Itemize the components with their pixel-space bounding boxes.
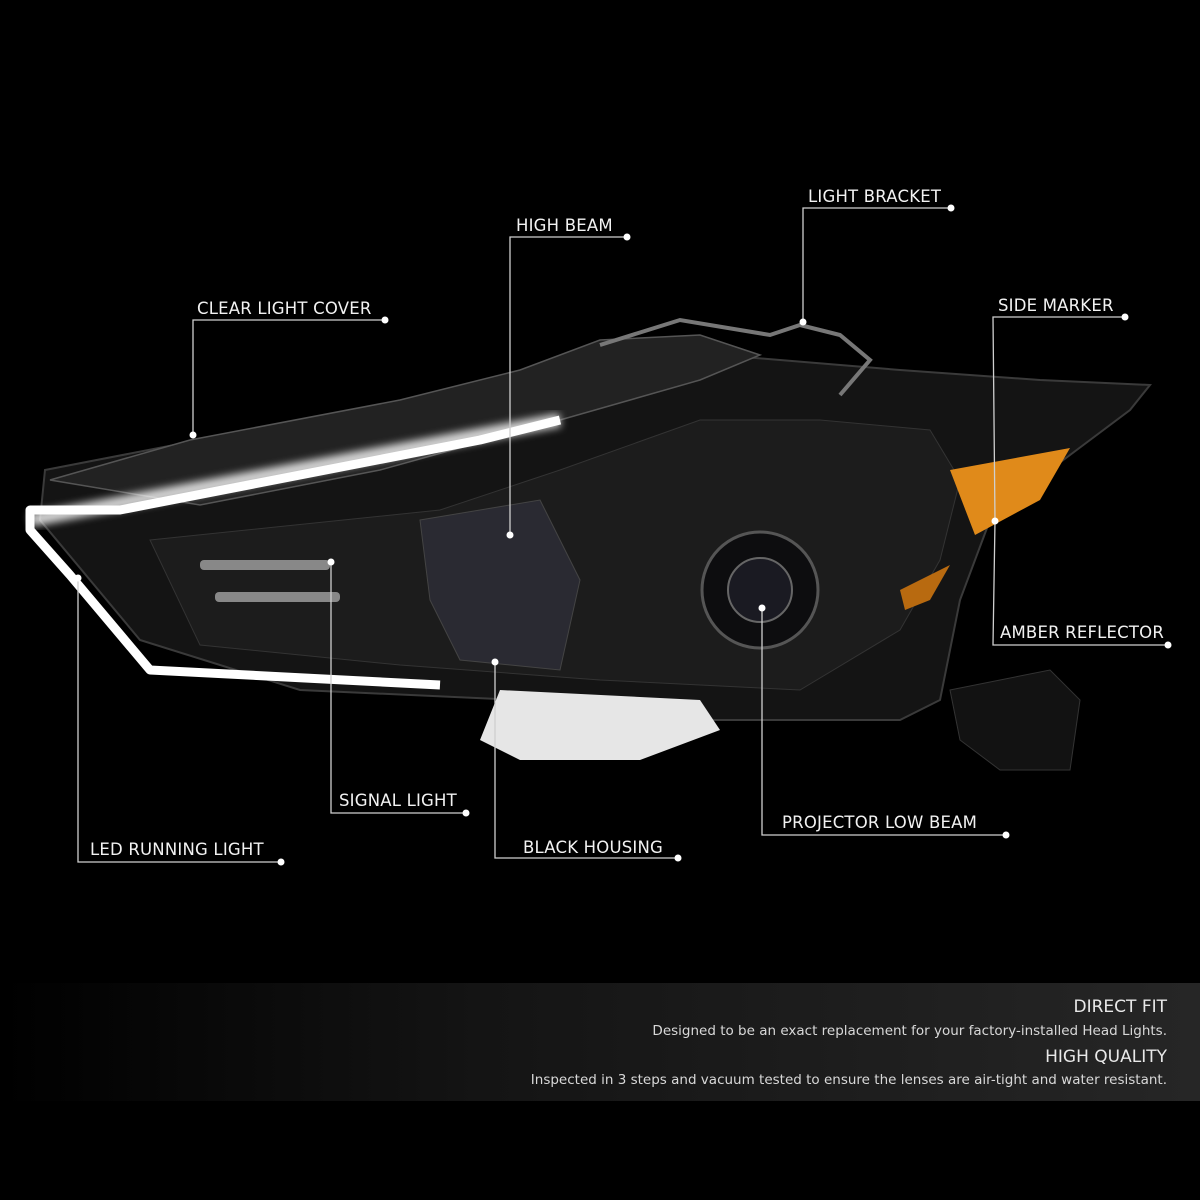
feature-title: DIRECT FIT [1073, 997, 1168, 1017]
high-beam-shape [419, 499, 581, 671]
projector-inner-lens [727, 557, 793, 623]
signal-fin-bottom [215, 592, 340, 602]
mounting-tab-shape [480, 690, 720, 760]
callout-amber-reflector: AMBER REFLECTOR [1000, 623, 1165, 642]
callout-high-beam: HIGH BEAM [516, 216, 613, 235]
rear-mount-shape [949, 669, 1081, 771]
callout-dots [74, 204, 1172, 866]
callout-side-marker: SIDE MARKER [998, 296, 1114, 315]
feature-description: Inspected in 3 steps and vacuum tested t… [530, 1072, 1167, 1088]
signal-fin-top [200, 560, 330, 570]
amber-reflector-shape [950, 448, 1070, 535]
feature-band: DIRECT FIT Designed to be an exact repla… [0, 983, 1200, 1101]
feature-description: Designed to be an exact replacement for … [652, 1023, 1167, 1039]
callout-led-running-light: LED RUNNING LIGHT [90, 840, 264, 859]
callout-signal-light: SIGNAL LIGHT [339, 791, 457, 810]
callout-black-housing: BLACK HOUSING [523, 838, 664, 857]
callout-clear-light-cover: CLEAR LIGHT COVER [197, 299, 372, 318]
led-bar [25, 415, 562, 690]
callout-projector-low-beam: PROJECTOR LOW BEAM [782, 813, 978, 832]
amber-lower-shape [900, 565, 950, 610]
callout-light-bracket: LIGHT BRACKET [808, 187, 942, 206]
light-bracket-shape [599, 317, 873, 397]
callout-lines [77, 207, 1168, 863]
clear-cover-shape [49, 334, 763, 506]
feature-title: HIGH QUALITY [1045, 1047, 1167, 1067]
